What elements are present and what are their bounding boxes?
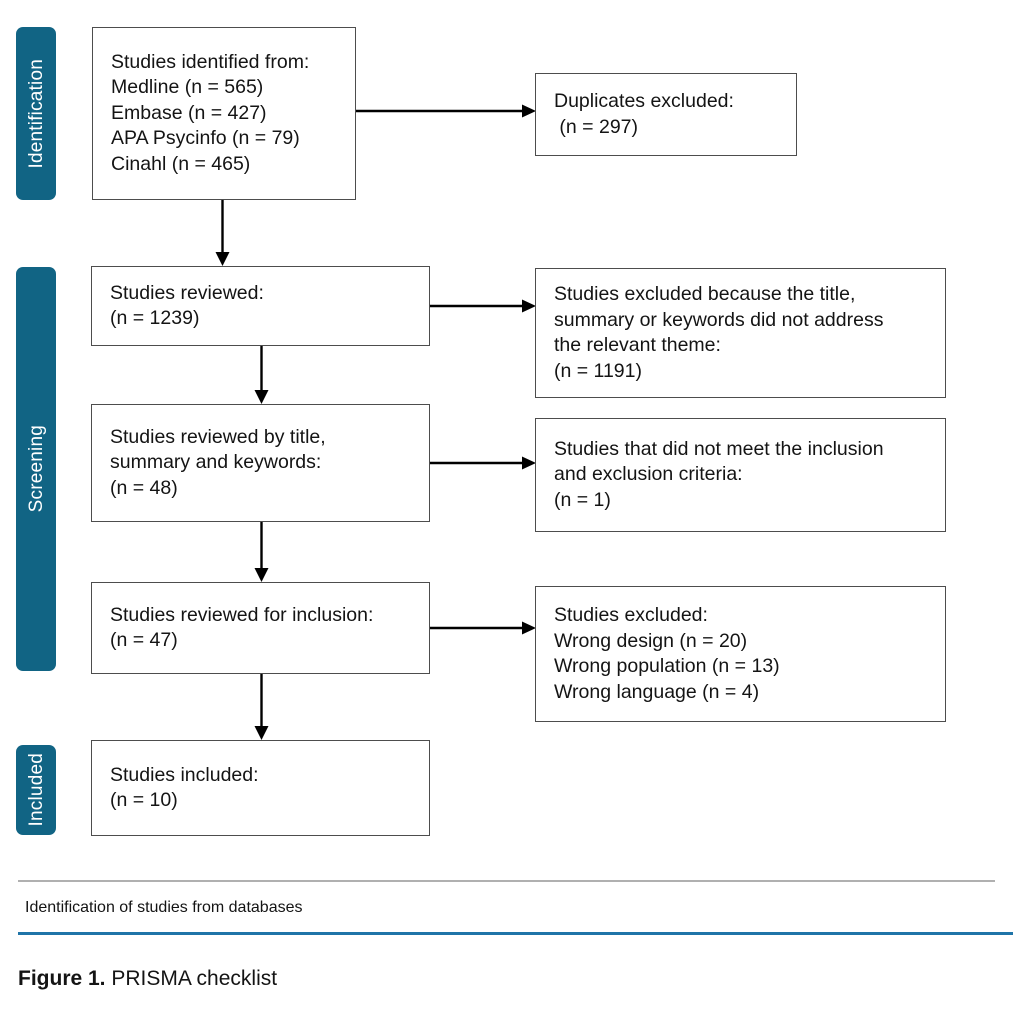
stage-label-identification: Identification <box>25 58 47 169</box>
figure-source-caption: Identification of studies from databases <box>25 899 303 916</box>
flow-box-excluded-with-reasons: Studies excluded: Wrong design (n = 20) … <box>535 586 946 722</box>
flow-box-line: and exclusion criteria: <box>554 463 743 486</box>
flow-box-line: Studies included: <box>110 763 259 786</box>
flow-box-reviewed-by-title-summary-keywords: Studies reviewed by title, summary and k… <box>91 404 430 522</box>
flow-box-line: summary or keywords did not address <box>554 308 884 331</box>
flow-box-line: (n = 1239) <box>110 307 200 329</box>
flow-box-excluded-inclusion-exclusion-criteria: Studies that did not meet the inclusion … <box>535 418 946 532</box>
flow-box-line: Studies reviewed: <box>110 281 264 304</box>
figure-title-text: PRISMA checklist <box>105 967 278 990</box>
flow-box-reviewed-for-inclusion: Studies reviewed for inclusion: (n = 47) <box>91 582 430 674</box>
connector-reviewed-title-to-excluded-criteria <box>430 456 536 470</box>
connector-reviewed-to-excluded-title <box>430 299 536 313</box>
flow-box-line: Cinahl (n = 465) <box>111 152 251 175</box>
flow-box-studies-reviewed: Studies reviewed: (n = 1239) <box>91 266 430 346</box>
connector-reviewed-title-to-reviewed-inclusion <box>253 522 270 582</box>
flow-box-line: APA Psycinfo (n = 79) <box>111 127 300 150</box>
flow-box-line: Studies that did not meet the inclusion <box>554 437 884 460</box>
stage-label-included: Included <box>25 753 47 827</box>
flow-box-line: Wrong design (n = 20) <box>554 629 748 652</box>
stage-bar-screening: Screening <box>16 267 56 671</box>
flow-box-line: (n = 48) <box>110 476 178 499</box>
flow-box-line: Embase (n = 427) <box>111 101 267 124</box>
flow-box-line: (n = 297) <box>554 115 639 138</box>
flow-box-line: (n = 1) <box>554 488 611 511</box>
connector-reviewed-inclusion-to-excluded-reasons <box>430 621 536 635</box>
connector-reviewed-inclusion-to-included <box>253 674 270 740</box>
flow-box-line: Duplicates excluded: <box>554 90 734 112</box>
figure-caption: Figure 1. PRISMA checklist <box>18 966 277 992</box>
flow-box-line: the relevant theme: <box>554 334 721 356</box>
flow-box-line: (n = 1191) <box>554 359 642 382</box>
flow-box-line: Wrong language (n = 4) <box>554 680 760 703</box>
flow-box-line: (n = 47) <box>110 629 178 651</box>
footer-divider-top <box>18 880 995 882</box>
connector-reviewed-to-reviewed-title <box>253 346 270 404</box>
footer-divider-bottom <box>18 932 1013 935</box>
connector-identified-to-reviewed <box>214 200 231 266</box>
flow-box-line: (n = 10) <box>110 789 178 811</box>
stage-label-screening: Screening <box>25 425 47 513</box>
figure-number-label: Figure 1. <box>18 967 106 990</box>
flow-box-line: Medline (n = 565) <box>111 76 264 99</box>
connector-identified-to-duplicates <box>356 104 536 118</box>
flow-box-studies-included: Studies included: (n = 10) <box>91 740 430 836</box>
flow-box-line: Studies reviewed by title, <box>110 425 326 448</box>
flow-box-line: Studies excluded: <box>554 604 708 626</box>
stage-bar-identification: Identification <box>16 27 56 200</box>
flow-box-line: Wrong population (n = 13) <box>554 655 780 677</box>
flow-box-duplicates-excluded: Duplicates excluded: (n = 297) <box>535 73 797 156</box>
flow-box-studies-identified: Studies identified from: Medline (n = 56… <box>92 27 356 200</box>
flow-box-excluded-title-summary-keywords: Studies excluded because the title, summ… <box>535 268 946 398</box>
flow-box-line: summary and keywords: <box>110 451 322 474</box>
flow-box-line: Studies identified from: <box>111 50 310 73</box>
flow-box-line: Studies reviewed for inclusion: <box>110 603 374 626</box>
stage-bar-included: Included <box>16 745 56 835</box>
flow-box-line: Studies excluded because the title, <box>554 283 856 305</box>
